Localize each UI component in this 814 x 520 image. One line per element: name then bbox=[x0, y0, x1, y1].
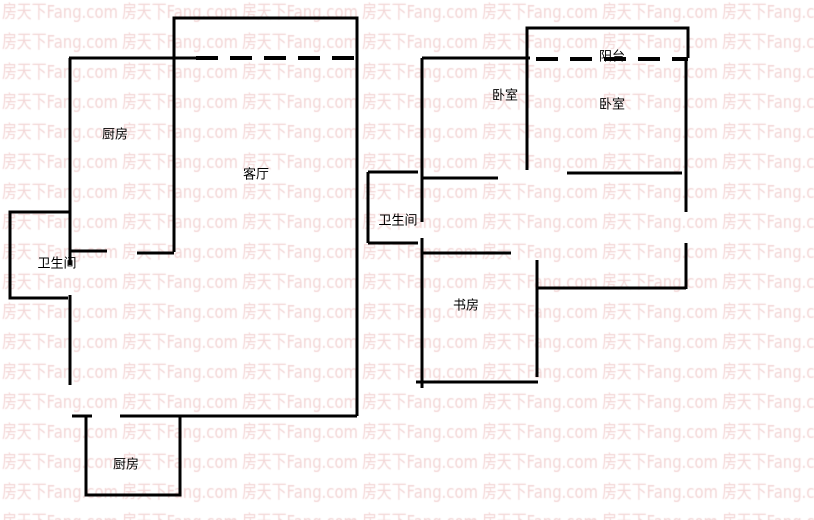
room-label-bathroom-right: 卫生间 bbox=[378, 213, 418, 229]
wall bbox=[525, 26, 690, 170]
room-label-bathroom: 卫生间 bbox=[37, 256, 77, 272]
room-label-bedroom: 卧室 bbox=[491, 88, 519, 104]
room-label-bedroom-master: 卧室 bbox=[598, 97, 626, 113]
room-label-study: 书房 bbox=[452, 298, 480, 314]
wall bbox=[8, 210, 70, 300]
room-label-kitchen-lower: 厨房 bbox=[112, 457, 140, 473]
room-label-kitchen: 厨房 bbox=[101, 127, 129, 143]
wall bbox=[172, 16, 359, 416]
room-label-living-room: 客厅 bbox=[242, 167, 270, 183]
wall bbox=[84, 415, 182, 497]
room-label-balcony: 阳台 bbox=[598, 49, 626, 65]
